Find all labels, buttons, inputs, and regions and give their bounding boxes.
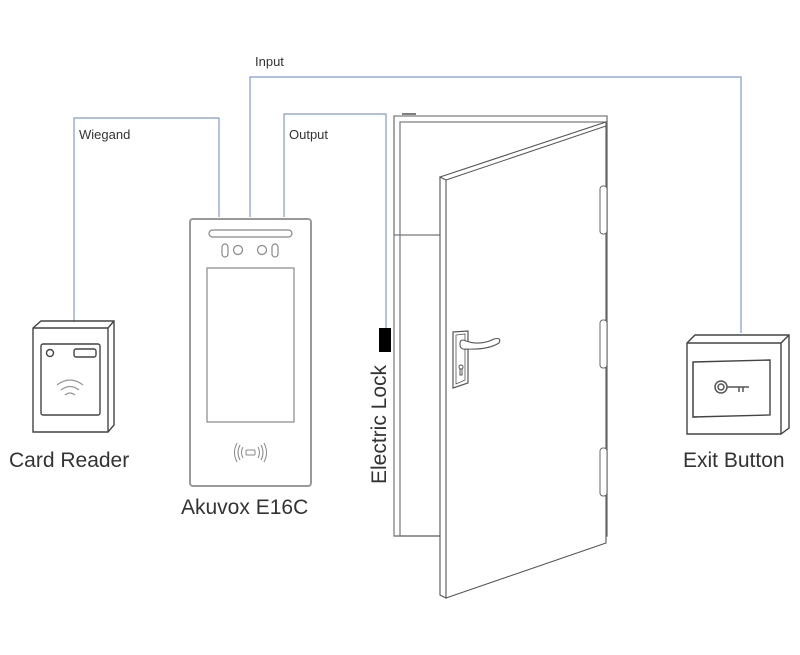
door <box>439 121 608 599</box>
label-input: Input <box>255 54 284 69</box>
card-reader-device <box>32 320 115 433</box>
label-exit-button: Exit Button <box>683 449 785 472</box>
key-icon <box>714 380 749 394</box>
rfid-icon <box>234 442 267 463</box>
wire-input <box>249 76 742 333</box>
label-electric-lock: Electric Lock <box>368 364 391 484</box>
label-output: Output <box>289 127 328 142</box>
wire-output <box>283 113 387 328</box>
wires <box>73 76 742 333</box>
electric-lock-block <box>379 328 391 352</box>
label-wiegand: Wiegand <box>79 127 130 142</box>
label-card-reader: Card Reader <box>9 449 129 472</box>
exit-button-device <box>686 334 790 435</box>
door-handle-icon <box>452 330 501 389</box>
wire-wiegand <box>73 117 220 322</box>
nfc-icon <box>56 379 84 396</box>
akuvox-e16c-device <box>189 218 312 487</box>
label-akuvox-e16c: Akuvox E16C <box>181 496 308 519</box>
